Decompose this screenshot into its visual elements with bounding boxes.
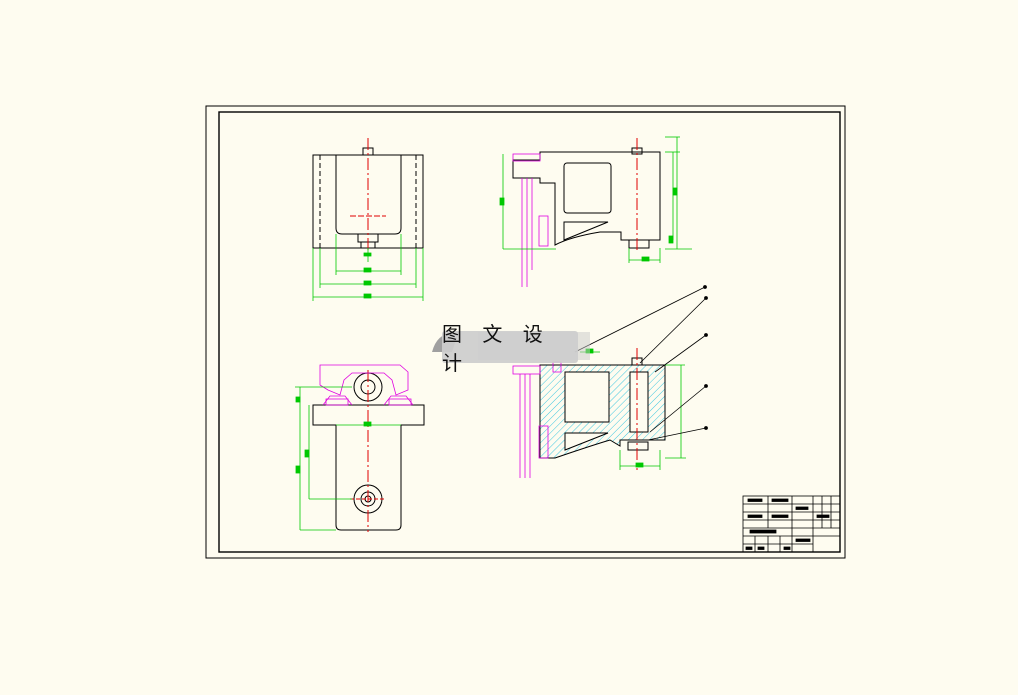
section-view-auxiliary [512,361,562,478]
side-view-auxiliary [512,153,549,287]
side-view [512,138,661,252]
front-view [312,138,424,252]
watermark-text: 图 文 设 计 [442,322,550,375]
watermark-label: 图 文 设 计 [442,322,578,375]
title-block [742,495,841,553]
leader-lines [574,285,708,441]
outer-frame [205,105,846,559]
section-view [539,348,666,470]
inner-frame [218,111,841,553]
bottom-view-auxiliary [319,364,414,406]
front-view-dimensions [312,234,424,301]
bottom-view [312,370,425,532]
bottom-view-dimensions [295,386,401,531]
side-view-dimensions [499,136,692,263]
